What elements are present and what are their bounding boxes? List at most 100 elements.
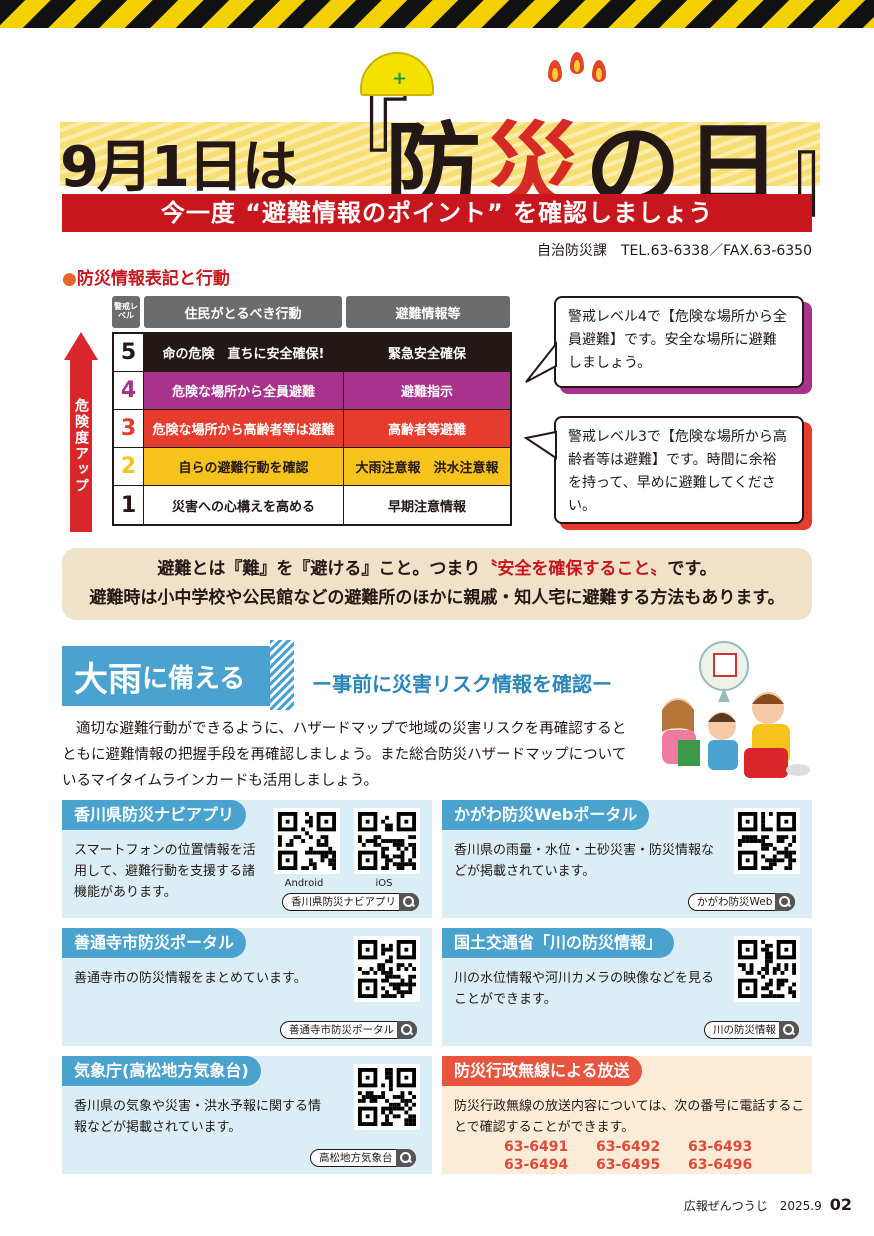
- card-zentsuji-portal: 善通寺市防災ポータル 善通寺市の防災情報をまとめています。 善通寺市防災ポータル: [62, 928, 432, 1046]
- heavy-rain-title-big: 大雨: [74, 659, 142, 700]
- search-icon: [399, 893, 419, 911]
- level-info: 大雨注意報 洪水注意報: [344, 448, 510, 485]
- table-header: 警戒レベル 住民がとるべき行動 避難情報等: [112, 296, 512, 328]
- search-icon: [779, 1021, 799, 1039]
- note-highlight: 〝安全を確保すること〟: [480, 559, 668, 579]
- qr-code[interactable]: [354, 936, 420, 1002]
- phone-number[interactable]: 63-6493: [688, 1139, 753, 1155]
- note-text: です。: [667, 559, 717, 579]
- flame-icon: [570, 52, 584, 74]
- col-header-info: 避難情報等: [346, 296, 510, 328]
- subtitle-banner: 今一度 “避難情報のポイント” を確認しましょう: [62, 194, 812, 232]
- phone-number-list: 63-6491 63-6492 63-6493 63-6494 63-6495 63-6…: [504, 1138, 780, 1174]
- card-body: スマートフォンの位置情報を活用して、避難行動を支援する諸機能があります。: [74, 843, 256, 900]
- qr-code[interactable]: [734, 808, 800, 874]
- level-number: 3: [114, 410, 144, 447]
- card-mlit-river: 国土交通省「川の防災情報」 川の水位情報や河川カメラの映像などを見ることができま…: [442, 928, 812, 1046]
- card-body: 香川県の雨量・水位・土砂災害・防災情報などが掲載されています。: [454, 843, 715, 879]
- level-number: 2: [114, 448, 144, 485]
- qr-code-android[interactable]: [274, 808, 340, 874]
- card-jma: 気象庁(高松地方気象台) 香川県の気象や災害・洪水予報に関する情報などが掲載され…: [62, 1056, 432, 1174]
- bubble-level3-text: 警戒レベル3で【危険な場所から高齢者等は避難】です。時間に余裕を持って、早めに避…: [568, 429, 787, 514]
- bubble-tail-icon: [524, 430, 557, 460]
- search-text: 川の防災情報: [713, 1024, 776, 1036]
- card-title: 香川県防災ナビアプリ: [62, 800, 247, 830]
- note-line-1: 避難とは『難』を『避ける』こと。つまり〝安全を確保すること〟です。: [62, 555, 812, 584]
- col-header-level: 警戒レベル: [112, 296, 140, 328]
- search-box[interactable]: 善通寺市防災ポータル: [280, 1021, 417, 1039]
- speech-bubble-level4: 警戒レベル4で【危険な場所から全員避難】です。安全な場所に避難しましょう。: [554, 296, 804, 388]
- qr-label-android: Android: [284, 878, 324, 889]
- title-open-bracket: 『: [310, 77, 410, 194]
- search-icon: [775, 893, 796, 911]
- levels-heading: ●防災情報表記と行動: [62, 264, 230, 289]
- flame-icon: [548, 60, 562, 82]
- qr-label-ios: iOS: [375, 878, 393, 889]
- search-icon: [395, 1149, 416, 1167]
- phone-number[interactable]: 63-6496: [688, 1157, 753, 1173]
- card-body: 防災行政無線の放送内容については、次の番号に電話することで確認することができます…: [454, 1099, 805, 1135]
- level-action: 危険な場所から全員避難: [144, 372, 344, 409]
- card-body: 香川県の気象や災害・洪水予報に関する情報などが掲載されています。: [74, 1099, 322, 1135]
- search-text: 香川県防災ナビアプリ: [291, 896, 396, 908]
- flame-icon: [592, 60, 606, 82]
- title-stripe-decoration: [270, 640, 294, 710]
- search-text: 善通寺市防災ポータル: [289, 1024, 394, 1036]
- qr-code[interactable]: [354, 1064, 420, 1130]
- phone-number[interactable]: 63-6495: [596, 1157, 661, 1173]
- phone-number[interactable]: 63-6491: [504, 1139, 569, 1155]
- level-info: 高齢者等避難: [344, 410, 510, 447]
- publication-name: 広報ぜんつうじ 2025.9: [683, 1199, 822, 1213]
- title-date: 9月1日は: [60, 135, 298, 200]
- search-box[interactable]: 高松地方気象台: [310, 1149, 416, 1167]
- arrow-up-icon: [64, 332, 98, 360]
- level-action: 災害への心構えを高める: [144, 486, 344, 524]
- note-line-2: 避難時は小中学校や公民館などの避難所のほかに親戚・知人宅に避難する方法もあります…: [89, 588, 785, 608]
- card-title: かがわ防災Webポータル: [442, 800, 650, 830]
- page-number: 02: [829, 1195, 852, 1214]
- level-number: 4: [114, 372, 144, 409]
- heavy-rain-title-small: に備える: [142, 663, 246, 694]
- bullet-icon: ●: [62, 269, 77, 289]
- card-kagawa-app: 香川県防災ナビアプリ スマートフォンの位置情報を活用して、避難行動を支援する諸機…: [62, 800, 432, 918]
- level-number: 1: [114, 486, 144, 524]
- level-info: 避難指示: [344, 372, 510, 409]
- card-title: 国土交通省「川の防災情報」: [442, 928, 675, 958]
- card-disaster-radio: 防災行政無線による放送 防災行政無線の放送内容については、次の番号に電話すること…: [442, 1056, 812, 1174]
- card-kagawa-web: かがわ防災Webポータル 香川県の雨量・水位・土砂災害・防災情報などが掲載されて…: [442, 800, 812, 918]
- qr-code[interactable]: [734, 936, 800, 1002]
- phone-number[interactable]: 63-6492: [596, 1139, 661, 1155]
- heavy-rain-subtitle: ー事前に災害リスク情報を確認ー: [312, 672, 612, 696]
- note-text: 避難とは『難』を『避ける』こと。つまり: [157, 559, 481, 579]
- danger-up-arrow: 危険度アップ: [64, 332, 98, 532]
- level-number: 5: [114, 334, 144, 371]
- level-action: 自らの避難行動を確認: [144, 448, 344, 485]
- hazard-stripe-band: [0, 0, 874, 28]
- children-illustration: [662, 641, 810, 778]
- search-box[interactable]: 香川県防災ナビアプリ: [282, 893, 419, 911]
- card-title: 善通寺市防災ポータル: [62, 928, 247, 958]
- heavy-rain-intro: 適切な避難行動ができるように、ハザードマップで地域の災害リスクを再確認するととも…: [62, 721, 627, 789]
- search-box[interactable]: かがわ防災Web: [688, 893, 796, 911]
- phone-number[interactable]: 63-6494: [504, 1157, 569, 1173]
- search-box[interactable]: 川の防災情報: [704, 1021, 799, 1039]
- card-title: 防災行政無線による放送: [442, 1056, 642, 1086]
- card-title: 気象庁(高松地方気象台): [62, 1056, 261, 1086]
- arrow-label: 危険度アップ: [70, 360, 92, 532]
- page-footer: 広報ぜんつうじ 2025.9 02: [684, 1195, 852, 1214]
- bubble-level4-text: 警戒レベル4で【危険な場所から全員避難】です。安全な場所に避難しましょう。: [568, 309, 787, 371]
- level-action: 危険な場所から高齢者等は避難: [144, 410, 344, 447]
- title-brush-background: [60, 122, 820, 186]
- level-info: 緊急安全確保: [344, 334, 510, 371]
- search-text: 高松地方気象台: [319, 1152, 393, 1164]
- qr-code-ios[interactable]: [354, 808, 420, 874]
- card-body: 川の水位情報や河川カメラの映像などを見ることができます。: [454, 971, 715, 1007]
- search-text: かがわ防災Web: [697, 896, 773, 908]
